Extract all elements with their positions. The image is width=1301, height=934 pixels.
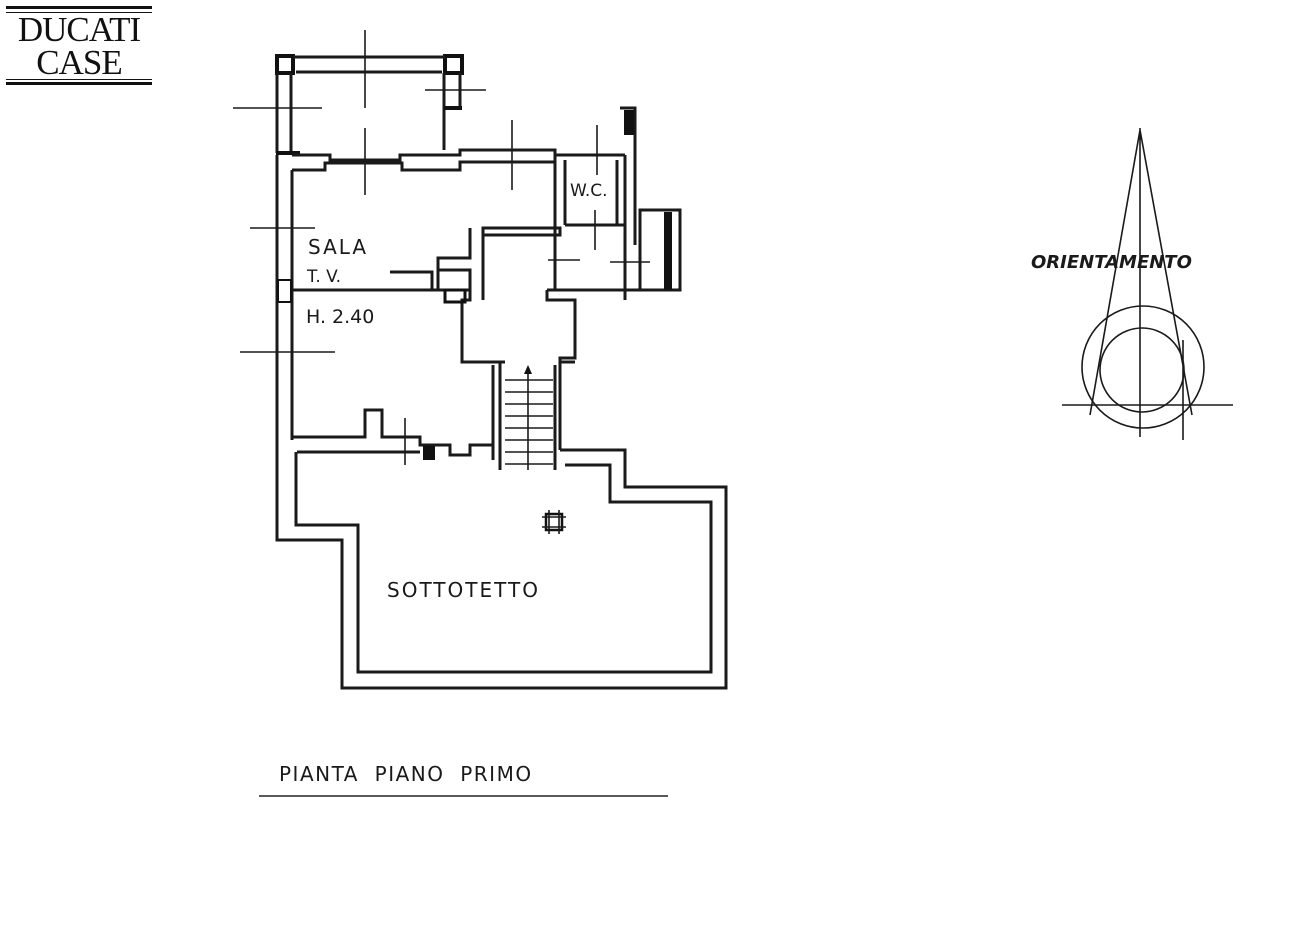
logo-line-1: DUCATI — [17, 10, 141, 49]
room-label-sala: SALA — [308, 235, 368, 259]
room-label-wc: W.C. — [570, 181, 608, 201]
staircase — [491, 362, 557, 470]
logo-line-2: CASE — [36, 43, 122, 82]
ducati-case-logo: DUCATI CASE — [6, 6, 152, 86]
chimney-icon — [542, 510, 566, 534]
room-label-tv: T. V. — [306, 267, 341, 287]
sottotetto-walls — [275, 408, 728, 690]
room-height-label: H. 2.40 — [306, 306, 374, 328]
pillar-left — [275, 54, 295, 75]
upper-rooms-walls — [240, 106, 682, 465]
stair-up-arrow-icon — [524, 365, 532, 374]
plan-title: PIANTA PIANO PRIMO — [279, 762, 533, 786]
pillar-right — [443, 54, 464, 75]
compass-label: ORIENTAMENTO — [1031, 252, 1192, 273]
north-compass-icon — [1062, 128, 1233, 440]
balcony — [233, 30, 486, 155]
room-label-sottotetto: SOTTOTETTO — [387, 578, 540, 602]
